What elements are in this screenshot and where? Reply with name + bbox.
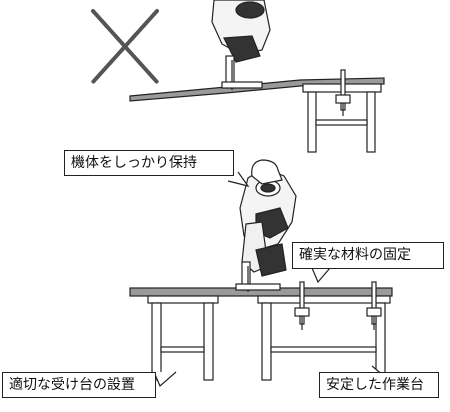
top-saw-tool [211,0,271,90]
callout-stable-workbench: 安定した作業台 [319,372,439,398]
callout-secure-material: 確実な材料の固定 [292,242,444,269]
left-support-stand [147,295,219,381]
clamp-right [366,281,382,330]
incorrect-example [91,0,385,153]
callout-hold-machine: 機体をしっかり保持 [64,150,234,176]
bottom-saw-tool [235,159,297,292]
cross-mark-icon [91,9,159,84]
callout-proper-support: 適切な受け台の設置 [2,372,156,398]
correct-example [129,159,393,387]
right-workbench [257,295,391,381]
top-clamp [335,69,351,116]
clamp-left [294,281,310,330]
